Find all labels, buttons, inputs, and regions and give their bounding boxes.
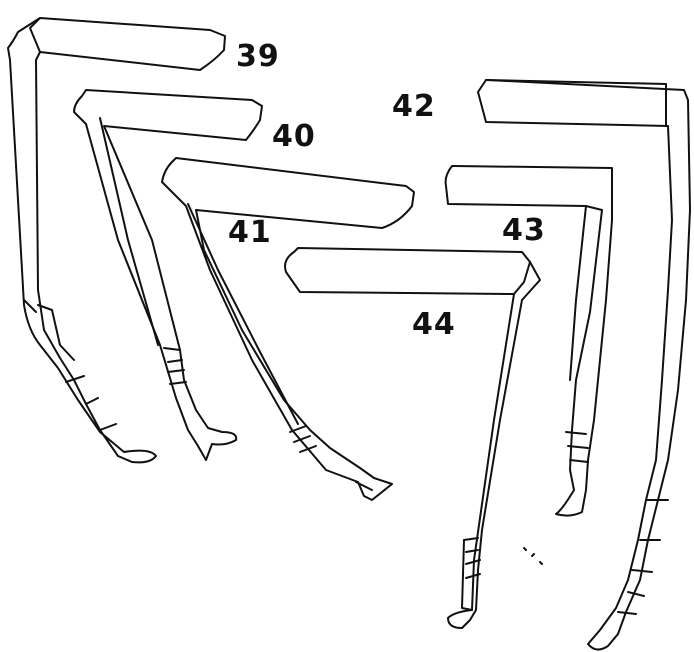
leg-40-drawing bbox=[74, 90, 262, 460]
figure-number-39: 39 bbox=[236, 42, 280, 72]
figure-number-44: 44 bbox=[412, 310, 456, 340]
figure-number-43: 43 bbox=[502, 216, 546, 246]
leg-44-drawing bbox=[285, 248, 540, 628]
figure-number-41: 41 bbox=[228, 218, 272, 248]
figure-number-40: 40 bbox=[272, 122, 316, 152]
leg-39-drawing bbox=[8, 18, 225, 462]
figure-number-42: 42 bbox=[392, 92, 436, 122]
speckle-marks bbox=[524, 548, 542, 564]
